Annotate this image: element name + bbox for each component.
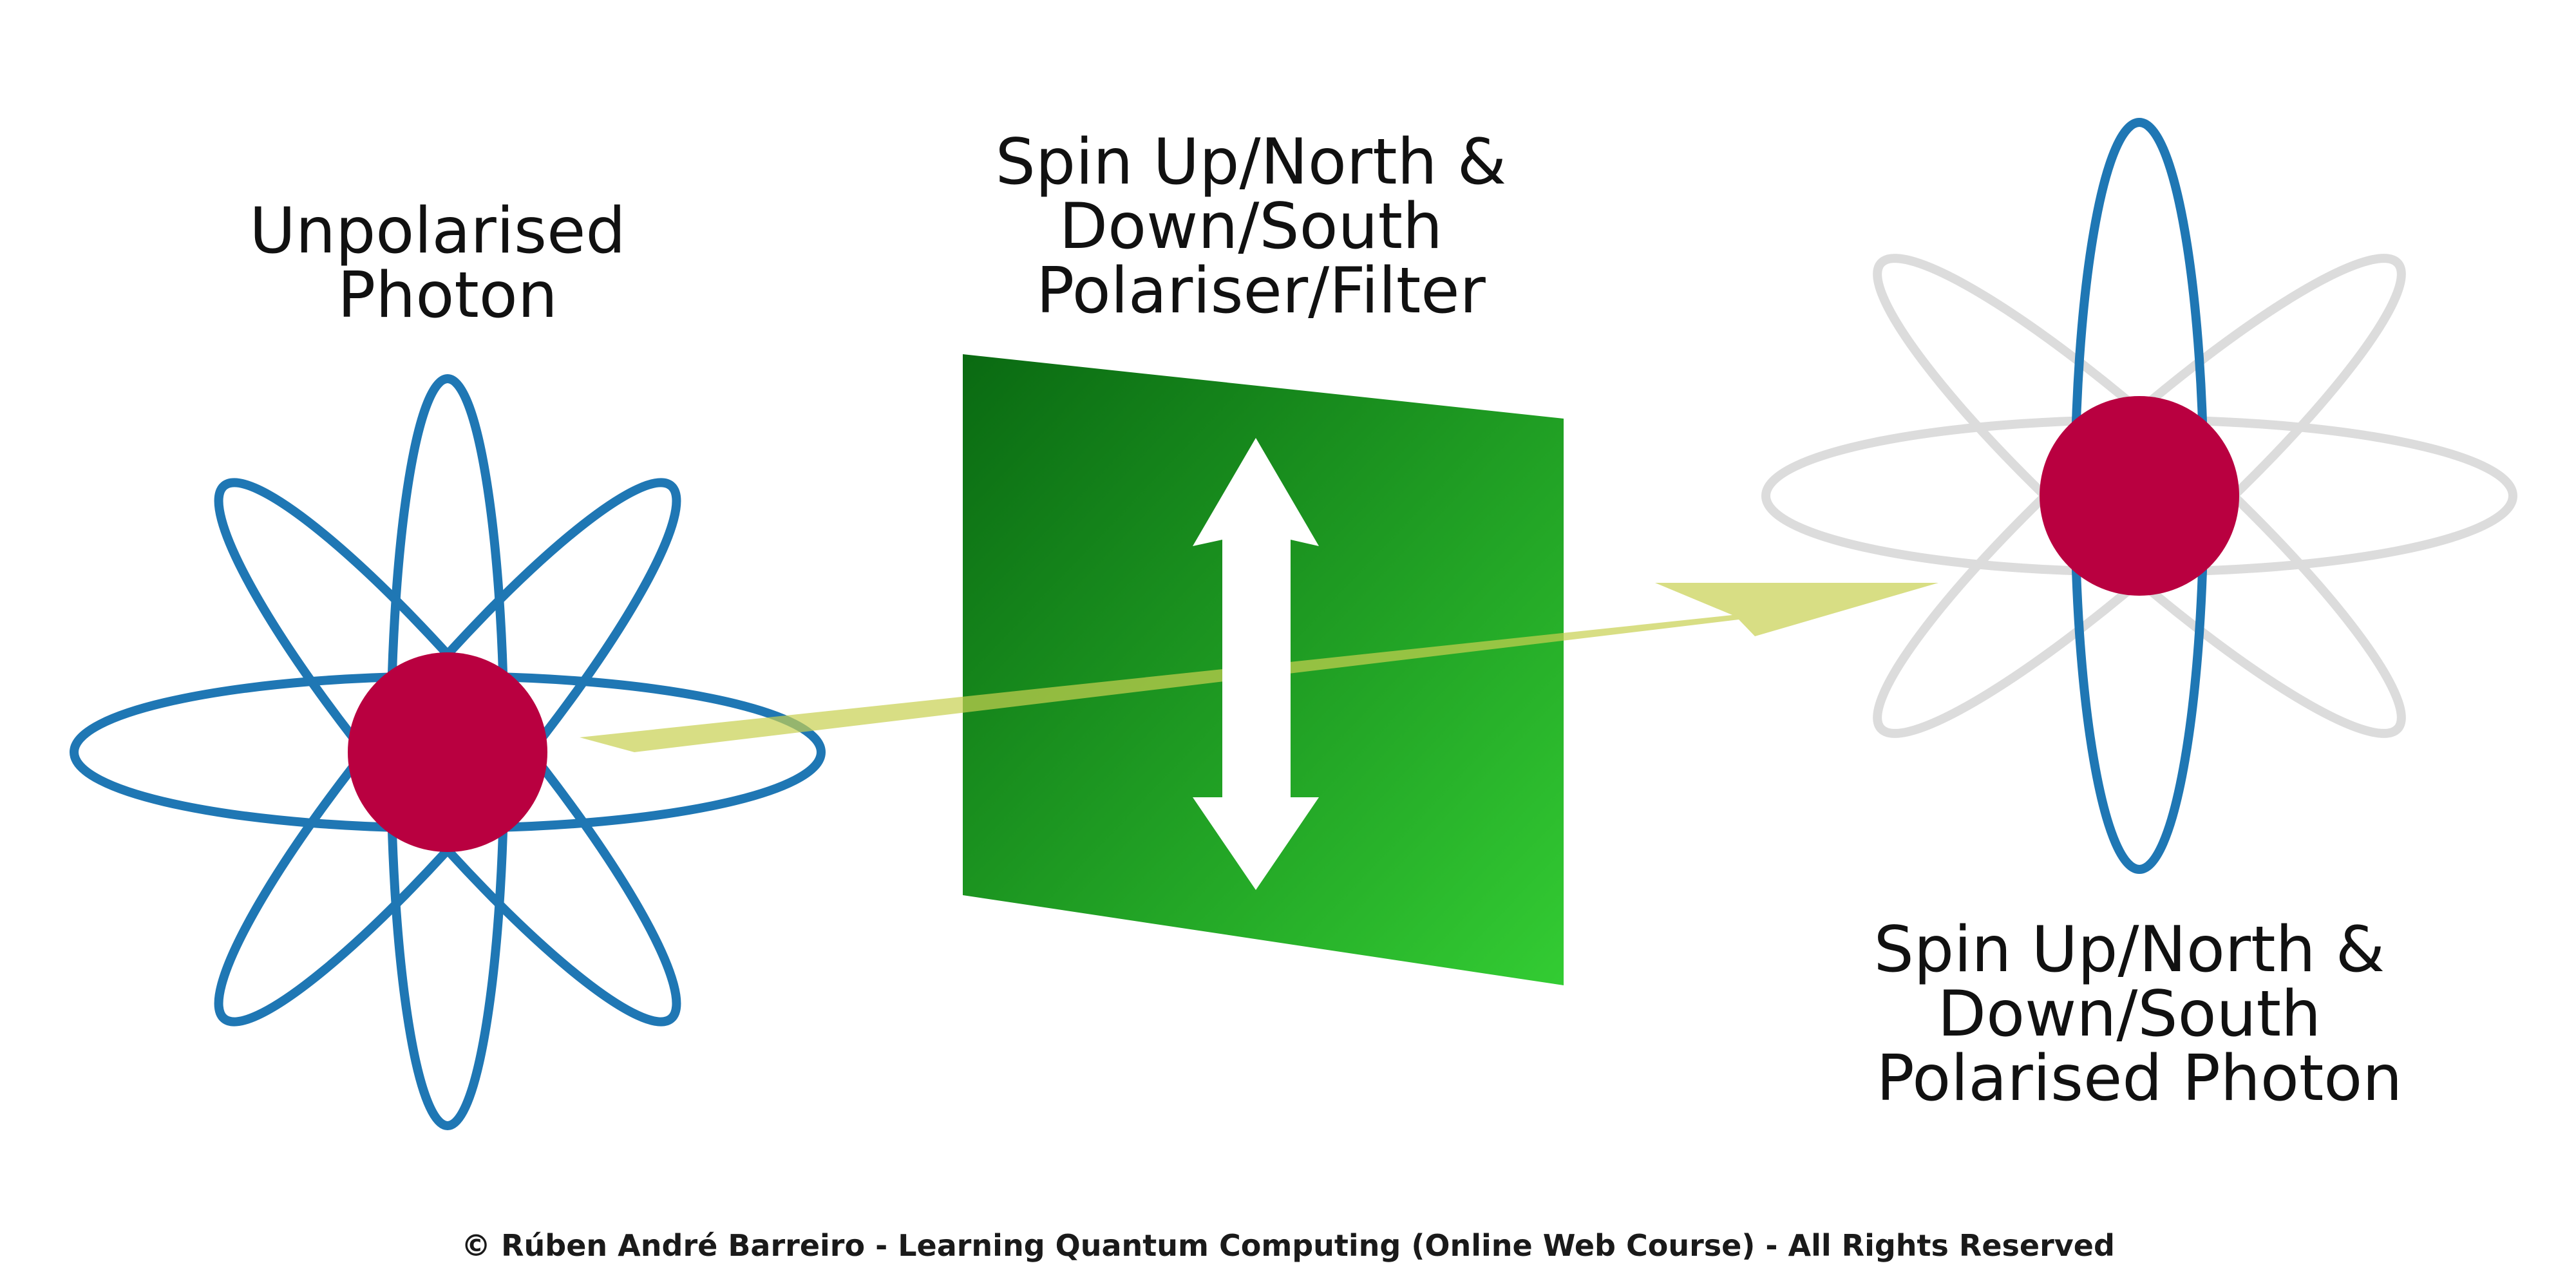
polariser-filter-label: Spin Up/North & Down/South Polariser/Fil… xyxy=(996,126,1527,328)
nucleus xyxy=(348,652,547,852)
double-arrow-vertical-icon xyxy=(1193,438,1319,890)
nucleus xyxy=(2040,396,2239,596)
copyright-notice: © Rúben André Barreiro - Learning Quantu… xyxy=(461,1228,2115,1263)
polarised-photon-atom-icon xyxy=(1761,118,2517,874)
unpolarised-photon-label: Unpolarised Photon xyxy=(249,194,646,332)
unpolarised-photon-atom-icon xyxy=(70,374,826,1130)
polarised-photon-label: Spin Up/North & Down/South Polarised Pho… xyxy=(1874,913,2405,1115)
